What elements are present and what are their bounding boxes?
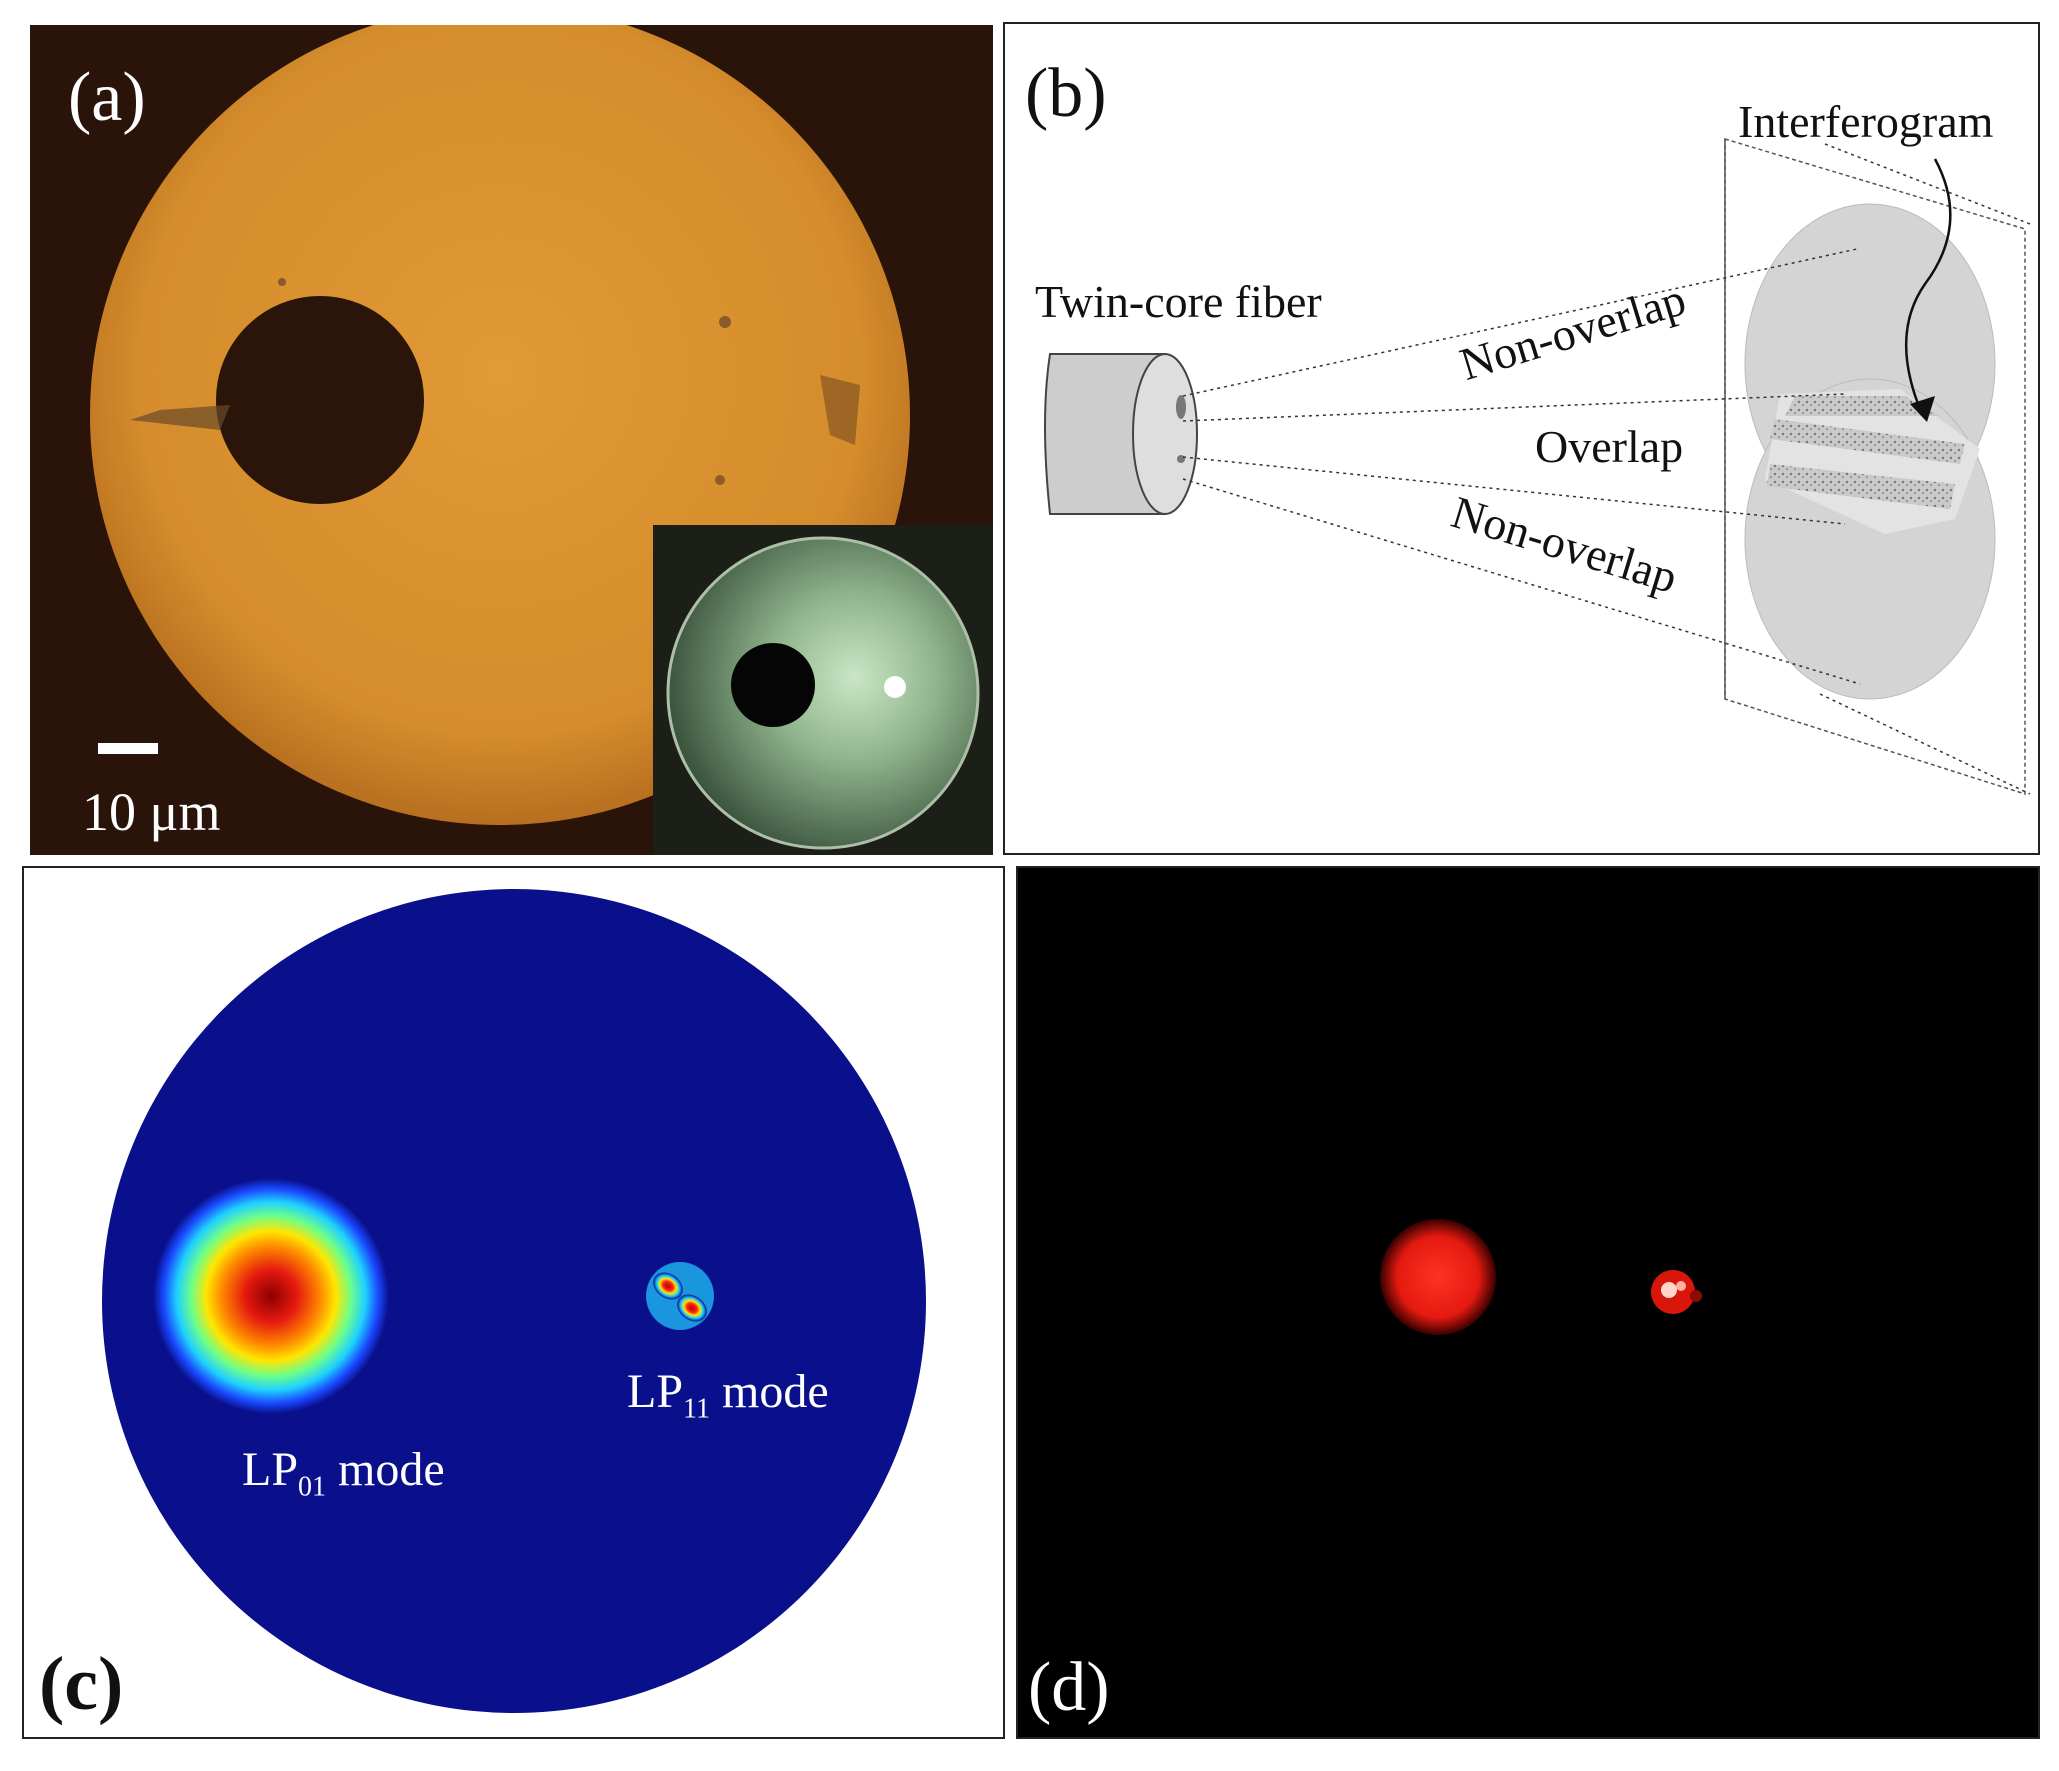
panel-a-fiber-micrograph: (a) 10 μm <box>30 25 993 855</box>
lp11-sub: 11 <box>683 1393 710 1425</box>
arrow-head <box>1910 396 1935 422</box>
interferogram-arrow <box>1905 158 1952 410</box>
panel-label-b: (b) <box>1025 55 1107 132</box>
twin-core-fiber-drawing <box>1044 353 1198 515</box>
interferogram-label: Interferogram <box>1738 96 1994 147</box>
panel-c-simulated-modes: LP01 mode LP11 mode (c) <box>22 866 1005 1739</box>
lp01-sub: 01 <box>298 1471 327 1503</box>
measured-lp11-spot <box>1651 1270 1702 1314</box>
scale-bar <box>98 743 158 754</box>
dust-speck <box>719 316 731 328</box>
fiber-hole <box>216 296 424 504</box>
fiber-label: Twin-core fiber <box>1035 276 1322 327</box>
dust-speck <box>715 475 725 485</box>
fiber-cladding-region <box>102 889 926 1713</box>
lp01-rest: mode <box>326 1443 445 1496</box>
lp11-label: LP11 mode <box>627 1368 829 1424</box>
measured-mode-image <box>1380 1219 1702 1335</box>
cleave-defect-right <box>820 375 860 445</box>
panel-label-a: (a) <box>68 59 146 136</box>
panel-label-d: (d) <box>1028 1649 1110 1726</box>
lp01-label: LP01 mode <box>242 1446 445 1502</box>
interferogram-overlap-region <box>1765 389 1980 534</box>
panel-b-interference-schematic: (b) Interferogram Twin-core fiber Non-ov… <box>1003 22 2040 855</box>
overlap-label: Overlap <box>1535 421 1684 472</box>
schematic-diagram <box>1044 137 2031 796</box>
panel-label-c: (c) <box>39 1642 124 1726</box>
fiber-cross-section-image <box>90 25 993 855</box>
lp11-main: LP <box>627 1365 684 1418</box>
measured-lp01-spot <box>1380 1219 1496 1335</box>
lp01-main: LP <box>242 1443 299 1496</box>
inset-illuminated-fiber <box>653 525 993 855</box>
scale-bar-label: 10 μm <box>82 782 221 842</box>
lp11-mode-field <box>646 1262 714 1330</box>
dust-speck <box>278 278 286 286</box>
lp01-mode-field <box>153 1178 389 1414</box>
panel-d-measured-output: (d) <box>1016 866 2040 1739</box>
ray-lines <box>1182 143 2031 795</box>
mode-field-simulation <box>102 889 926 1713</box>
cleave-defect-left <box>130 405 230 430</box>
lp11-rest: mode <box>709 1365 829 1418</box>
